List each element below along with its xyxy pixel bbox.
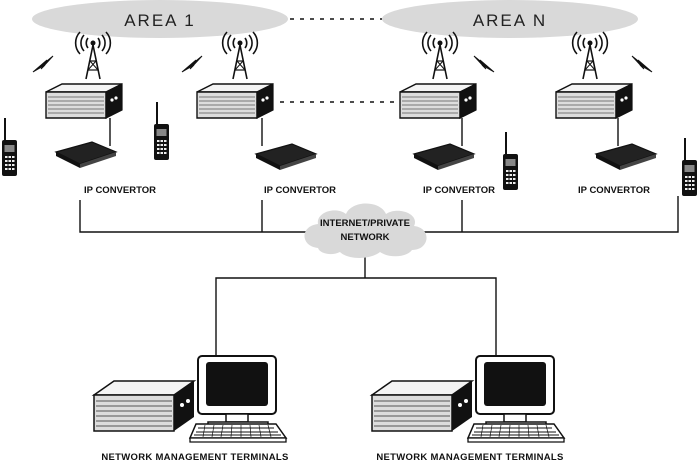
- keyboard-icon: [467, 423, 565, 443]
- ip-converter-icon: [595, 143, 657, 171]
- cloud-icon: INTERNET/PRIVATE NETWORK: [304, 203, 427, 258]
- computer-monitor-icon: [475, 355, 555, 429]
- ip-converter-label: IP CONVERTOR: [264, 185, 336, 196]
- terminal-server-icon: [93, 380, 195, 432]
- repeater-icon: [555, 83, 633, 119]
- area-n-zone: AREA N: [382, 0, 638, 38]
- handheld-radio-icon: [1, 117, 18, 177]
- repeater-icon: [45, 83, 123, 119]
- ip-converter-icon: [55, 141, 117, 169]
- area-n-label: AREA N: [473, 11, 547, 30]
- lightning-icon: [32, 55, 54, 73]
- area-1-label: AREA 1: [124, 11, 196, 30]
- ip-converter-label: IP CONVERTOR: [578, 185, 650, 196]
- handheld-radio-icon: [502, 131, 519, 191]
- repeater-icon: [196, 83, 274, 119]
- network-backbone: [79, 196, 679, 370]
- network-management-terminal-left: NETWORK MANAGEMENT TERMINALS: [93, 355, 288, 463]
- antenna-tower-icon: [221, 31, 259, 80]
- keyboard-icon: [189, 423, 287, 443]
- terminal-server-icon: [371, 380, 473, 432]
- terminal-label: NETWORK MANAGEMENT TERMINALS: [376, 452, 563, 463]
- lightning-icon: [181, 55, 203, 73]
- area-1-zone: AREA 1: [32, 0, 288, 38]
- repeater-icon: [399, 83, 477, 119]
- ip-converter-label: IP CONVERTOR: [423, 185, 495, 196]
- repeater-links: [109, 118, 619, 146]
- handheld-radio-icon: [153, 101, 170, 161]
- lightning-icon: [631, 55, 653, 73]
- computer-monitor-icon: [197, 355, 277, 429]
- terminal-label: NETWORK MANAGEMENT TERMINALS: [101, 452, 288, 463]
- antenna-tower-icon: [571, 31, 609, 80]
- ip-converter-icon: [413, 143, 475, 171]
- handheld-radio-icon: [681, 137, 698, 197]
- cloud-label-line1: INTERNET/PRIVATE: [320, 218, 410, 229]
- network-management-terminal-right: NETWORK MANAGEMENT TERMINALS: [371, 355, 565, 463]
- antenna-tower-icon: [421, 31, 459, 80]
- ip-converter-label: IP CONVERTOR: [84, 185, 156, 196]
- antenna-tower-icon: [74, 31, 112, 80]
- cloud-label-line2: NETWORK: [340, 232, 389, 243]
- lightning-icon: [473, 55, 495, 73]
- ip-converter-icon: [255, 143, 317, 171]
